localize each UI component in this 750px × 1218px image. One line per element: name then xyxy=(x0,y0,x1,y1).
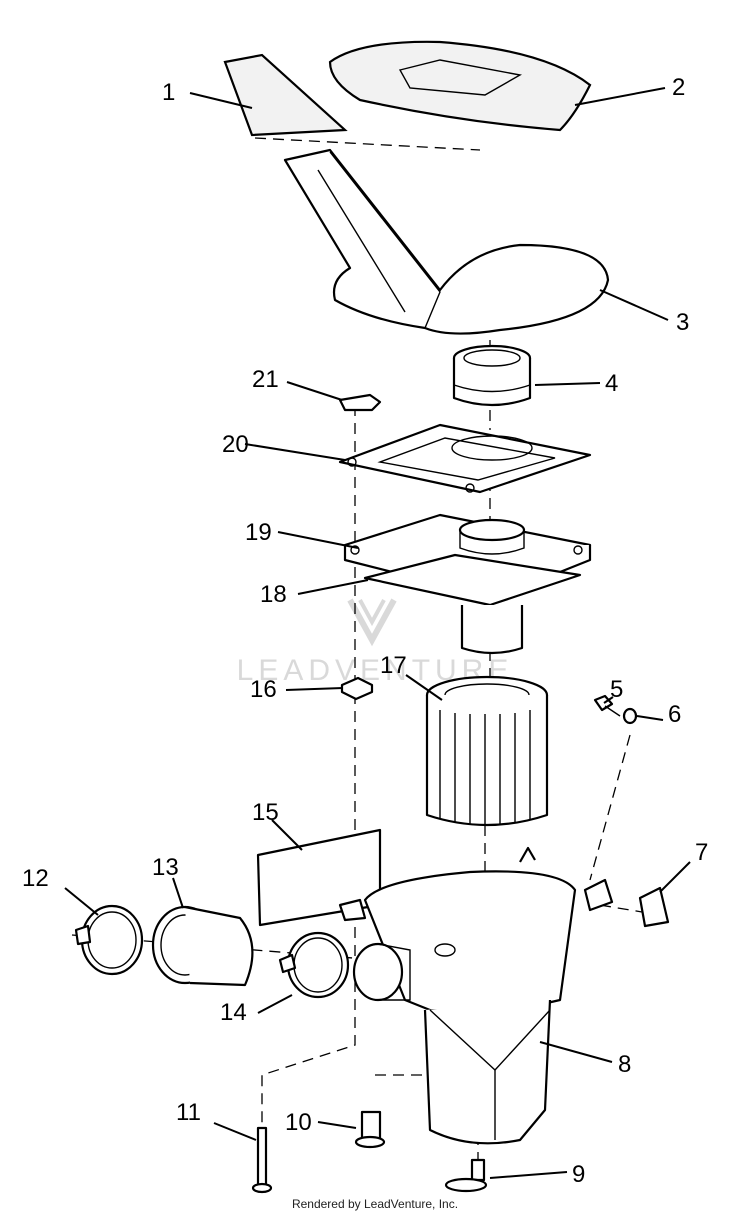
part-3-intake-cover xyxy=(283,148,610,335)
callout-15: 15 xyxy=(252,799,279,826)
callout-21: 21 xyxy=(252,366,279,393)
callout-11: 11 xyxy=(176,1099,201,1126)
part-14-clamp xyxy=(278,931,350,999)
callout-5: 5 xyxy=(610,676,623,703)
callout-12: 12 xyxy=(22,865,49,892)
part-7-bracket xyxy=(638,886,670,928)
part-4-coupler xyxy=(452,344,532,407)
callout-14: 14 xyxy=(220,999,247,1026)
leader-lines xyxy=(64,87,691,1179)
callout-8: 8 xyxy=(618,1051,631,1078)
callout-9: 9 xyxy=(572,1161,585,1188)
part-17-filter-element xyxy=(425,675,549,827)
callout-3: 3 xyxy=(676,309,689,336)
callout-7: 7 xyxy=(695,839,708,866)
callout-6: 6 xyxy=(668,701,681,728)
callout-numbers: 1 2 3 4 5 6 7 8 9 10 11 12 13 14 15 16 1… xyxy=(22,74,708,1188)
part-21-clip xyxy=(338,393,382,412)
part-8-airbox xyxy=(338,846,614,1145)
part-6-washer xyxy=(622,707,638,725)
footer-credit: Rendered by LeadVenture, Inc. xyxy=(291,1197,459,1211)
part-11-screw xyxy=(251,1126,273,1194)
callout-13: 13 xyxy=(152,854,179,881)
callout-20: 20 xyxy=(222,431,249,458)
part-2-foam-gasket xyxy=(328,40,592,132)
callout-19: 19 xyxy=(245,519,272,546)
callout-1: 1 xyxy=(162,79,175,106)
part-1-foam-pad xyxy=(223,53,348,137)
callout-4: 4 xyxy=(605,370,618,397)
part-18-gasket xyxy=(363,553,582,607)
callout-16: 16 xyxy=(250,676,277,703)
part-9-drain-valve xyxy=(444,1158,488,1193)
part-20-cover-plate xyxy=(338,423,592,494)
callout-17: 17 xyxy=(380,652,407,679)
part-10-grommet xyxy=(354,1110,386,1149)
callout-18: 18 xyxy=(260,581,287,608)
lid-outlet-neck xyxy=(460,605,524,655)
callout-10: 10 xyxy=(285,1109,312,1136)
airbox-outlet xyxy=(352,942,411,1002)
part-12-clamp xyxy=(74,904,144,976)
part-13-boot xyxy=(151,905,254,987)
part-16-nut xyxy=(340,676,374,701)
callout-2: 2 xyxy=(672,74,685,101)
